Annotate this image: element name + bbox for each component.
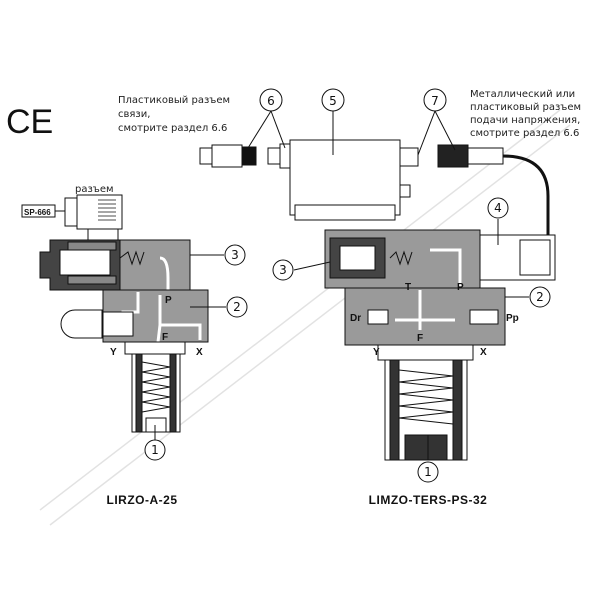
port-p-right: P [457,282,464,293]
callout-3-right: 3 [279,263,287,277]
svg-text:Металлический или: Металлический или [470,89,575,100]
note-right: Металлический или пластиковый разъем под… [470,89,581,139]
svg-text:Пластиковый разъем: Пластиковый разъем [118,95,230,106]
port-y-right: Y [373,347,380,358]
note-left: Пластиковый разъем связи, смотрите разде… [118,95,230,134]
callout-3-left: 3 [231,248,239,262]
port-y-left: Y [110,347,117,358]
svg-text:смотрите раздел 6.6: смотрите раздел 6.6 [118,123,227,134]
callout-2-left: 2 [233,300,241,314]
port-f-left: F [162,332,168,343]
callout-4: 4 [494,201,502,215]
connector-label: разъем [75,184,114,195]
port-x-right: X [480,347,487,358]
left-valve [21,194,226,440]
svg-text:связи,: связи, [118,109,150,120]
port-x-left: X [196,347,203,358]
svg-text:пластиковый разъем: пластиковый разъем [470,102,581,113]
svg-text:смотрите раздел 6.6: смотрите раздел 6.6 [470,128,579,139]
sp-666-label: SP-666 [24,208,51,217]
callout-6: 6 [267,94,275,108]
callout-1-right: 1 [424,465,432,479]
ce-mark: CE [6,103,53,141]
model-left: LIRZO-A-25 [107,493,178,507]
callout-5: 5 [329,94,337,108]
callout-1-left: 1 [151,443,159,457]
callouts [144,88,551,483]
callout-2-right: 2 [536,290,544,304]
right-valve [199,110,556,461]
port-p-left: P [165,295,172,306]
watermark [39,109,571,526]
port-dr: Dr [350,313,361,324]
callout-7: 7 [431,94,439,108]
model-right: LIMZO-TERS-PS-32 [369,493,488,507]
port-f-right: F [417,333,423,344]
port-t-right: T [405,282,411,293]
port-pp: Pp [506,313,519,324]
svg-text:подачи напряжения,: подачи напряжения, [470,115,580,126]
